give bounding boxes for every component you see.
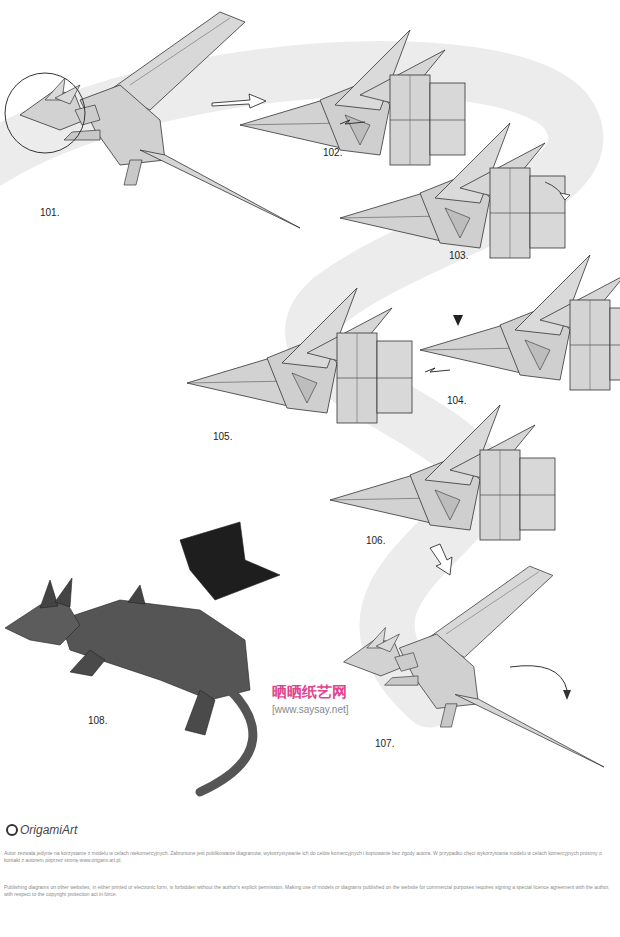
step-number: 101. xyxy=(40,207,59,218)
copyright-note: Autor zezwala jedynie na korzystanie z m… xyxy=(4,850,614,864)
step-number: 105. xyxy=(213,431,232,442)
publisher-logo: OrigamiArt xyxy=(20,823,77,837)
step-number: 102. xyxy=(323,147,342,158)
step-number: 106. xyxy=(366,535,385,546)
step-number: 107. xyxy=(375,738,394,749)
copyright-note: Publishing diagrams on other websites, i… xyxy=(4,884,614,898)
step-number: 104. xyxy=(447,395,466,406)
step-number: 103. xyxy=(449,250,468,261)
watermark: 晒晒纸艺网 xyxy=(272,683,347,702)
step-number: 108. xyxy=(88,715,107,726)
watermark-url: [www.saysay.net] xyxy=(272,704,349,715)
